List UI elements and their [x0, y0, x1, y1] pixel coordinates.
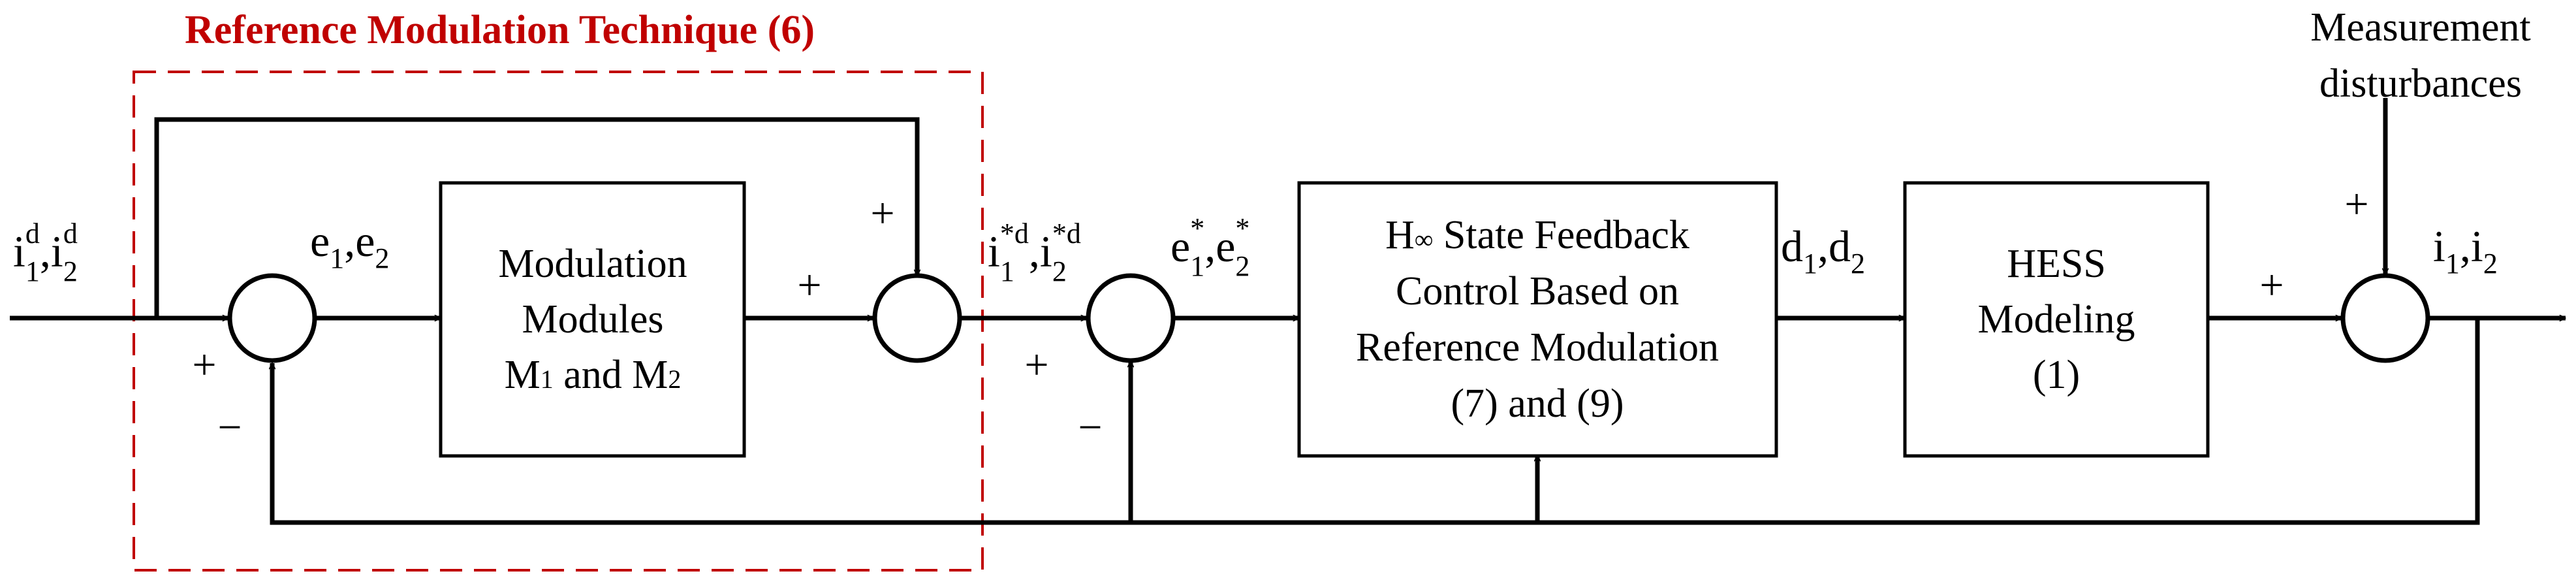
- duty-label: d1,d2: [1781, 221, 1865, 280]
- reference-label: i1d,i2d: [13, 218, 78, 287]
- sign-plus-sum2-top: +: [870, 189, 894, 237]
- modulation-label-2: Modules: [522, 297, 664, 342]
- disturbance-label-1: Measurement: [2310, 5, 2530, 50]
- bypass-line: [154, 117, 917, 318]
- technique-frame: [133, 71, 984, 572]
- sign-plus-sum3: +: [1024, 341, 1048, 389]
- modulation-block: [439, 181, 746, 458]
- sign-minus-sum3: −: [1078, 404, 1102, 451]
- hess-block: [1903, 181, 2210, 458]
- sum-junction-1: [227, 273, 317, 363]
- hess-label-1: HESS: [2007, 242, 2106, 286]
- error-label: e1,e2: [310, 216, 389, 274]
- modulation-label-1: Modulation: [498, 242, 687, 286]
- sign-plus-sum4-top: +: [2344, 180, 2368, 228]
- hess-label-2: Modeling: [1977, 297, 2135, 342]
- output-label: i1,i2: [2433, 221, 2498, 280]
- sum-junction-3: [1086, 273, 1176, 363]
- sum-junction-4: [2340, 273, 2430, 363]
- hess-label-3: (1): [2033, 353, 2080, 397]
- controller-label-1: H∞ State Feedback: [1385, 213, 1689, 257]
- controller-label-4: (7) and (9): [1451, 381, 1624, 426]
- modulated-error-label: e1*,e2*: [1170, 212, 1249, 282]
- sign-plus-sum2-left: +: [797, 261, 821, 309]
- feedback-line: [272, 318, 2480, 525]
- sign-plus-sum4-left: +: [2259, 261, 2284, 309]
- modulated-reference-label: i1*d,i2*d: [988, 218, 1081, 287]
- controller-label-2: Control Based on: [1396, 269, 1679, 314]
- sign-plus-sum1: +: [192, 341, 216, 389]
- modulation-label-3: M1 and M2: [505, 353, 682, 397]
- sign-minus-sum1: −: [217, 404, 242, 451]
- controller-block: [1297, 181, 1778, 458]
- disturbance-label-2: disturbances: [2319, 61, 2522, 106]
- technique-title: Reference Modulation Technique (6): [185, 8, 815, 52]
- sum-junction-2: [872, 273, 962, 363]
- controller-label-3: Reference Modulation: [1356, 325, 1719, 370]
